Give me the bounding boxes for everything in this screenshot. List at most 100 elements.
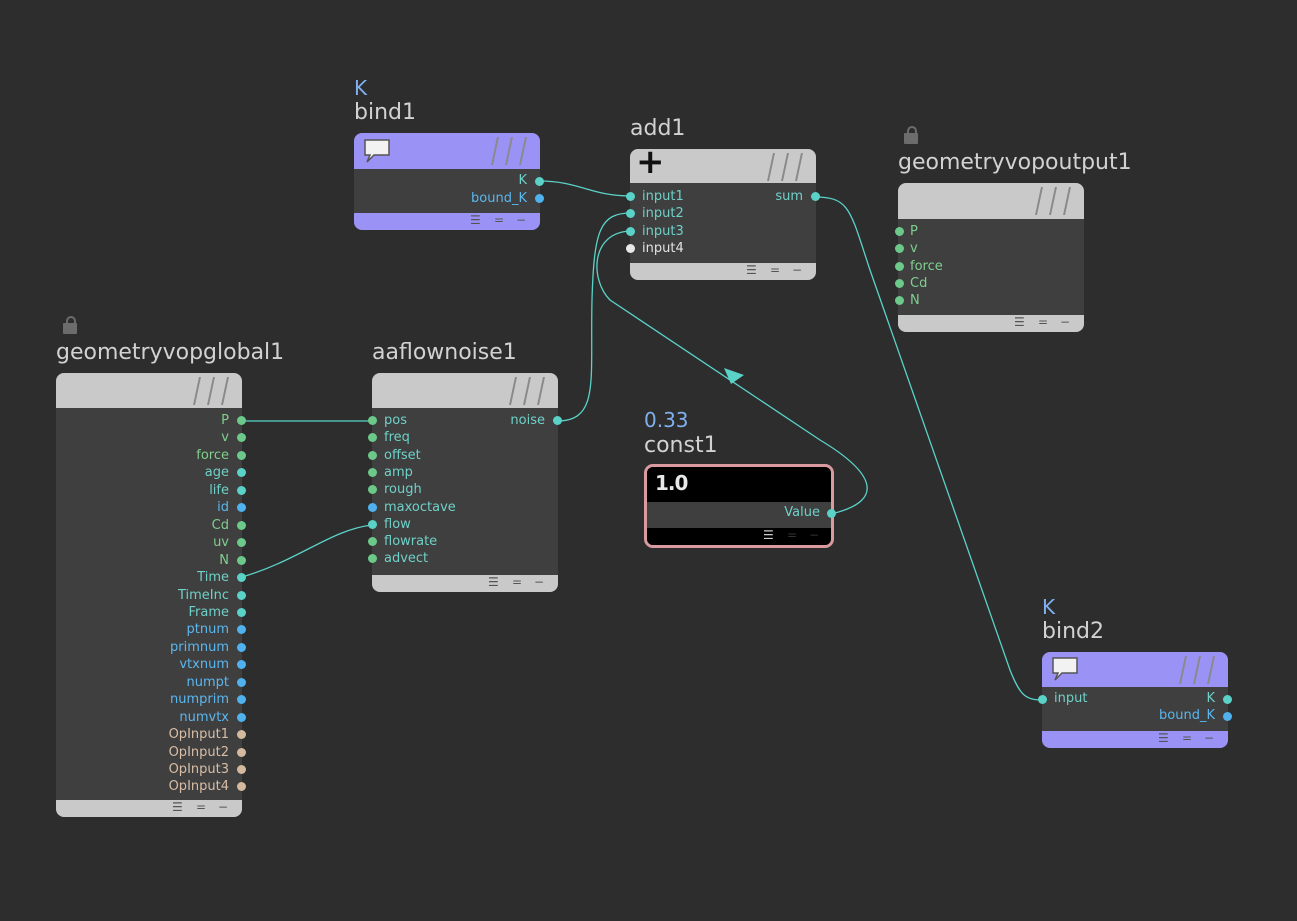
- list-icon[interactable]: ☰: [1158, 731, 1169, 745]
- input-port-label: advect: [384, 551, 429, 567]
- list-icon[interactable]: ☰: [746, 263, 757, 277]
- minus-icon[interactable]: −: [809, 528, 820, 542]
- output-port[interactable]: [237, 642, 246, 652]
- output-port-label: OpInput2: [168, 744, 229, 760]
- node-title: add1: [630, 116, 686, 141]
- input-port[interactable]: [368, 485, 377, 495]
- lock-icon[interactable]: [904, 126, 918, 144]
- list-icon[interactable]: ☰: [763, 528, 774, 542]
- output-port[interactable]: [237, 660, 246, 670]
- input-port[interactable]: [895, 262, 904, 271]
- output-port[interactable]: [237, 503, 246, 513]
- output-port-label: K: [1206, 691, 1215, 706]
- output-port-label: OpInput3: [168, 762, 229, 777]
- input-port[interactable]: [368, 502, 377, 512]
- output-port[interactable]: [237, 520, 246, 530]
- input-port-label: input: [1054, 691, 1088, 706]
- output-port-label: v: [221, 430, 229, 446]
- output-port-label: Value: [784, 505, 820, 520]
- wire-add1-sum-to-bind2-input[interactable]: [814, 196, 1044, 701]
- input-port[interactable]: [368, 467, 377, 477]
- output-port[interactable]: [237, 695, 246, 705]
- list-icon[interactable]: ☰: [488, 575, 499, 589]
- output-port[interactable]: [237, 730, 246, 740]
- output-port[interactable]: [237, 538, 246, 548]
- list-icon[interactable]: ☰: [1014, 315, 1025, 329]
- node-title: aaflownoise1: [372, 340, 517, 365]
- output-port[interactable]: [237, 765, 246, 774]
- equals-icon[interactable]: =: [1182, 731, 1193, 745]
- wire-global-time-to-flownoise-flow[interactable]: [241, 524, 373, 578]
- output-port[interactable]: [237, 677, 246, 687]
- input-port[interactable]: [1038, 695, 1047, 704]
- input-port[interactable]: [368, 450, 377, 460]
- input-port-label: input4: [642, 241, 684, 256]
- equals-icon[interactable]: =: [512, 575, 523, 589]
- output-port[interactable]: [237, 747, 246, 757]
- input-port[interactable]: [895, 227, 904, 236]
- input-port[interactable]: [368, 537, 377, 547]
- wire-bind1-k-to-add1-input1[interactable]: [538, 180, 632, 197]
- output-port[interactable]: [237, 416, 246, 425]
- equals-icon[interactable]: =: [770, 263, 781, 277]
- output-port[interactable]: [1223, 695, 1232, 704]
- node-parameter-label: K: [1042, 595, 1056, 619]
- output-port-label: N: [219, 552, 229, 568]
- output-port[interactable]: [553, 416, 562, 425]
- add-icon: +: [636, 149, 665, 182]
- output-port[interactable]: [827, 509, 836, 518]
- minus-icon[interactable]: −: [534, 575, 545, 589]
- output-port-label: uv: [213, 535, 229, 551]
- equals-icon[interactable]: =: [196, 800, 207, 814]
- input-port[interactable]: [895, 244, 904, 253]
- output-port[interactable]: [237, 433, 246, 443]
- output-port[interactable]: [237, 485, 246, 495]
- node-parameter-label: K: [354, 76, 368, 100]
- wire-flownoise-noise-to-add1-input2[interactable]: [556, 212, 632, 422]
- lock-icon[interactable]: [63, 316, 77, 334]
- output-port[interactable]: [535, 177, 544, 186]
- minus-icon[interactable]: −: [1204, 731, 1215, 745]
- output-port[interactable]: [237, 450, 246, 460]
- input-port[interactable]: [626, 227, 635, 236]
- output-port[interactable]: [811, 192, 820, 201]
- input-port-label: flowrate: [384, 534, 438, 550]
- input-port[interactable]: [368, 554, 377, 564]
- output-port[interactable]: [237, 555, 246, 565]
- output-port[interactable]: [237, 590, 246, 600]
- equals-icon[interactable]: =: [787, 528, 798, 542]
- input-port[interactable]: [368, 519, 377, 529]
- input-port[interactable]: [368, 433, 377, 443]
- input-port[interactable]: [626, 192, 635, 201]
- minus-icon[interactable]: −: [792, 263, 803, 277]
- output-port[interactable]: [237, 782, 246, 792]
- equals-icon[interactable]: =: [1038, 315, 1049, 329]
- input-port[interactable]: [368, 416, 377, 425]
- input-port[interactable]: [895, 296, 904, 305]
- output-port-label: Cd: [211, 517, 229, 533]
- minus-icon[interactable]: −: [1060, 315, 1071, 329]
- output-port[interactable]: [237, 607, 246, 617]
- wire-const-value-to-add1-input3[interactable]: [596, 230, 868, 515]
- output-port-label: age: [204, 465, 229, 481]
- node-title: bind1: [354, 100, 416, 125]
- output-port-label: OpInput1: [168, 727, 229, 743]
- list-icon[interactable]: ☰: [172, 800, 183, 814]
- input-port[interactable]: [626, 244, 635, 253]
- input-port[interactable]: [626, 209, 635, 218]
- output-port[interactable]: [535, 194, 544, 203]
- equals-icon[interactable]: =: [494, 213, 505, 227]
- minus-icon[interactable]: −: [516, 213, 527, 227]
- output-port[interactable]: [237, 573, 246, 583]
- output-port[interactable]: [237, 625, 246, 635]
- output-port-label: bound_K: [1159, 708, 1215, 723]
- wire-direction-arrow: [724, 368, 744, 384]
- list-icon[interactable]: ☰: [470, 213, 481, 227]
- output-port[interactable]: [1223, 712, 1232, 721]
- output-port-label: Frame: [188, 604, 229, 620]
- minus-icon[interactable]: −: [218, 800, 229, 814]
- output-port[interactable]: [237, 712, 246, 722]
- output-port[interactable]: [237, 468, 246, 478]
- input-port-label: Cd: [910, 276, 928, 291]
- input-port[interactable]: [895, 279, 904, 288]
